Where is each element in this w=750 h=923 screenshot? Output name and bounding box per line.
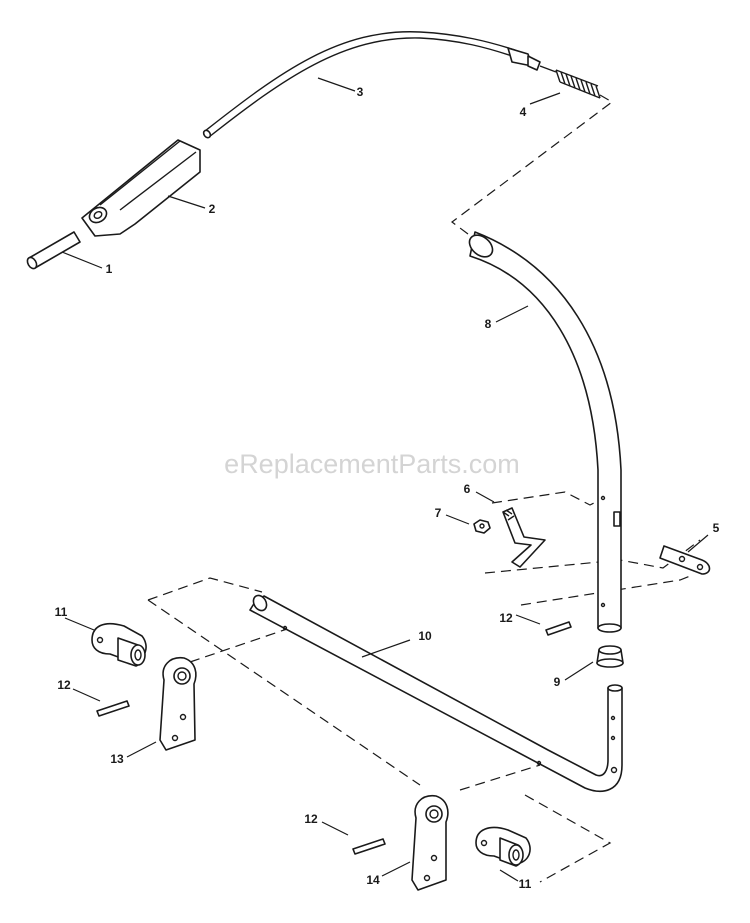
callout-12-lower: 12 (304, 812, 318, 826)
callout-14: 14 (366, 873, 380, 887)
assembly-guide-lines (147, 94, 701, 883)
part-9-bushing (596, 645, 624, 668)
callout-12-left: 12 (57, 678, 71, 692)
callout-11-left: 11 (55, 605, 68, 619)
callout-4: 4 (520, 105, 527, 119)
callout-6: 6 (464, 482, 471, 496)
part-12-roll-pin-upper (545, 621, 572, 636)
part-8-shift-tube (468, 231, 622, 633)
part-14-crank-arm (411, 794, 449, 891)
callout-13: 13 (110, 752, 124, 766)
callout-11-lower: 11 (519, 877, 532, 891)
part-4-spring (539, 65, 601, 99)
part-5-link-plate (659, 545, 711, 575)
callout-7: 7 (435, 506, 442, 520)
callout-1: 1 (106, 262, 113, 276)
part-1-pin (26, 231, 81, 270)
callout-10: 10 (418, 629, 432, 643)
part-11-flange-bearing-lower (475, 826, 531, 867)
part-7-nut (473, 519, 491, 534)
part-2-handle-grip (81, 139, 201, 237)
callout-labels: 1 2 3 4 5 6 7 8 9 10 11 11 12 12 12 13 1… (55, 85, 720, 891)
part-3-cable (202, 31, 541, 139)
part-12-roll-pin-left (96, 700, 130, 717)
callout-3: 3 (357, 85, 364, 99)
part-10-crank-shaft (249, 594, 623, 792)
part-12-roll-pin-lower (352, 838, 386, 855)
leader-lines (61, 77, 709, 882)
watermark-text: eReplacementParts.com (224, 449, 520, 479)
callout-2: 2 (209, 202, 216, 216)
part-6-bent-rod (502, 507, 546, 568)
callout-9: 9 (554, 675, 561, 689)
part-11-flange-bearing-left (91, 622, 147, 667)
callout-8: 8 (485, 317, 492, 331)
part-13-crank-arm (159, 656, 197, 751)
callout-5: 5 (713, 521, 720, 535)
callout-12-upper: 12 (499, 611, 513, 625)
